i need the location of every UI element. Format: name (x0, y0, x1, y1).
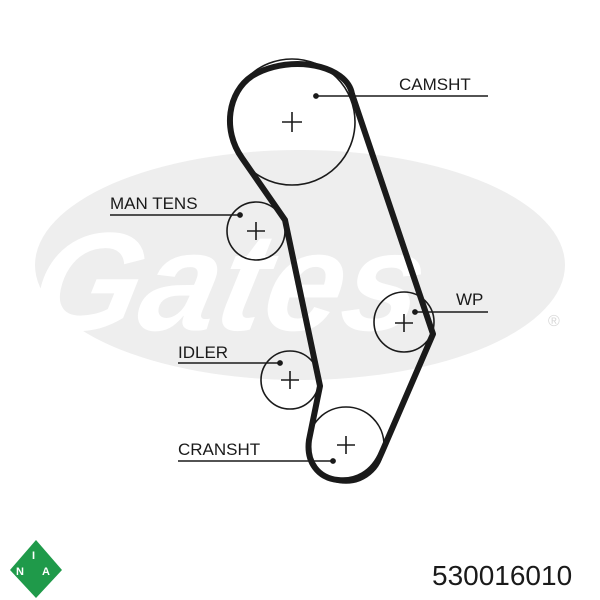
ina-letter-n: N (16, 566, 24, 578)
plus-icon (395, 314, 413, 332)
registered-mark: ® (548, 313, 560, 330)
plus-icon (247, 222, 265, 240)
pulley-centers (247, 112, 413, 454)
timing-belt (227, 61, 436, 484)
label-camshaft: CAMSHT (399, 75, 471, 94)
ina-logo: I N A (10, 540, 62, 598)
label-idler: IDLER (178, 343, 228, 362)
plus-icon (337, 436, 355, 454)
ina-letter-i: I (32, 550, 35, 562)
leader-lines (110, 93, 488, 464)
label-crankshaft: CRANSHT (178, 440, 260, 459)
label-man-tens: MAN TENS (110, 194, 198, 213)
gates-watermark-text: Gates (18, 204, 440, 360)
plus-icon (282, 112, 302, 132)
label-water-pump: WP (456, 290, 483, 309)
ina-letter-a: A (42, 566, 50, 578)
part-number: 530016010 (432, 560, 572, 591)
gates-watermark: Gates ® (18, 150, 565, 380)
plus-icon (281, 371, 299, 389)
water-pump-pulley (373, 291, 435, 353)
